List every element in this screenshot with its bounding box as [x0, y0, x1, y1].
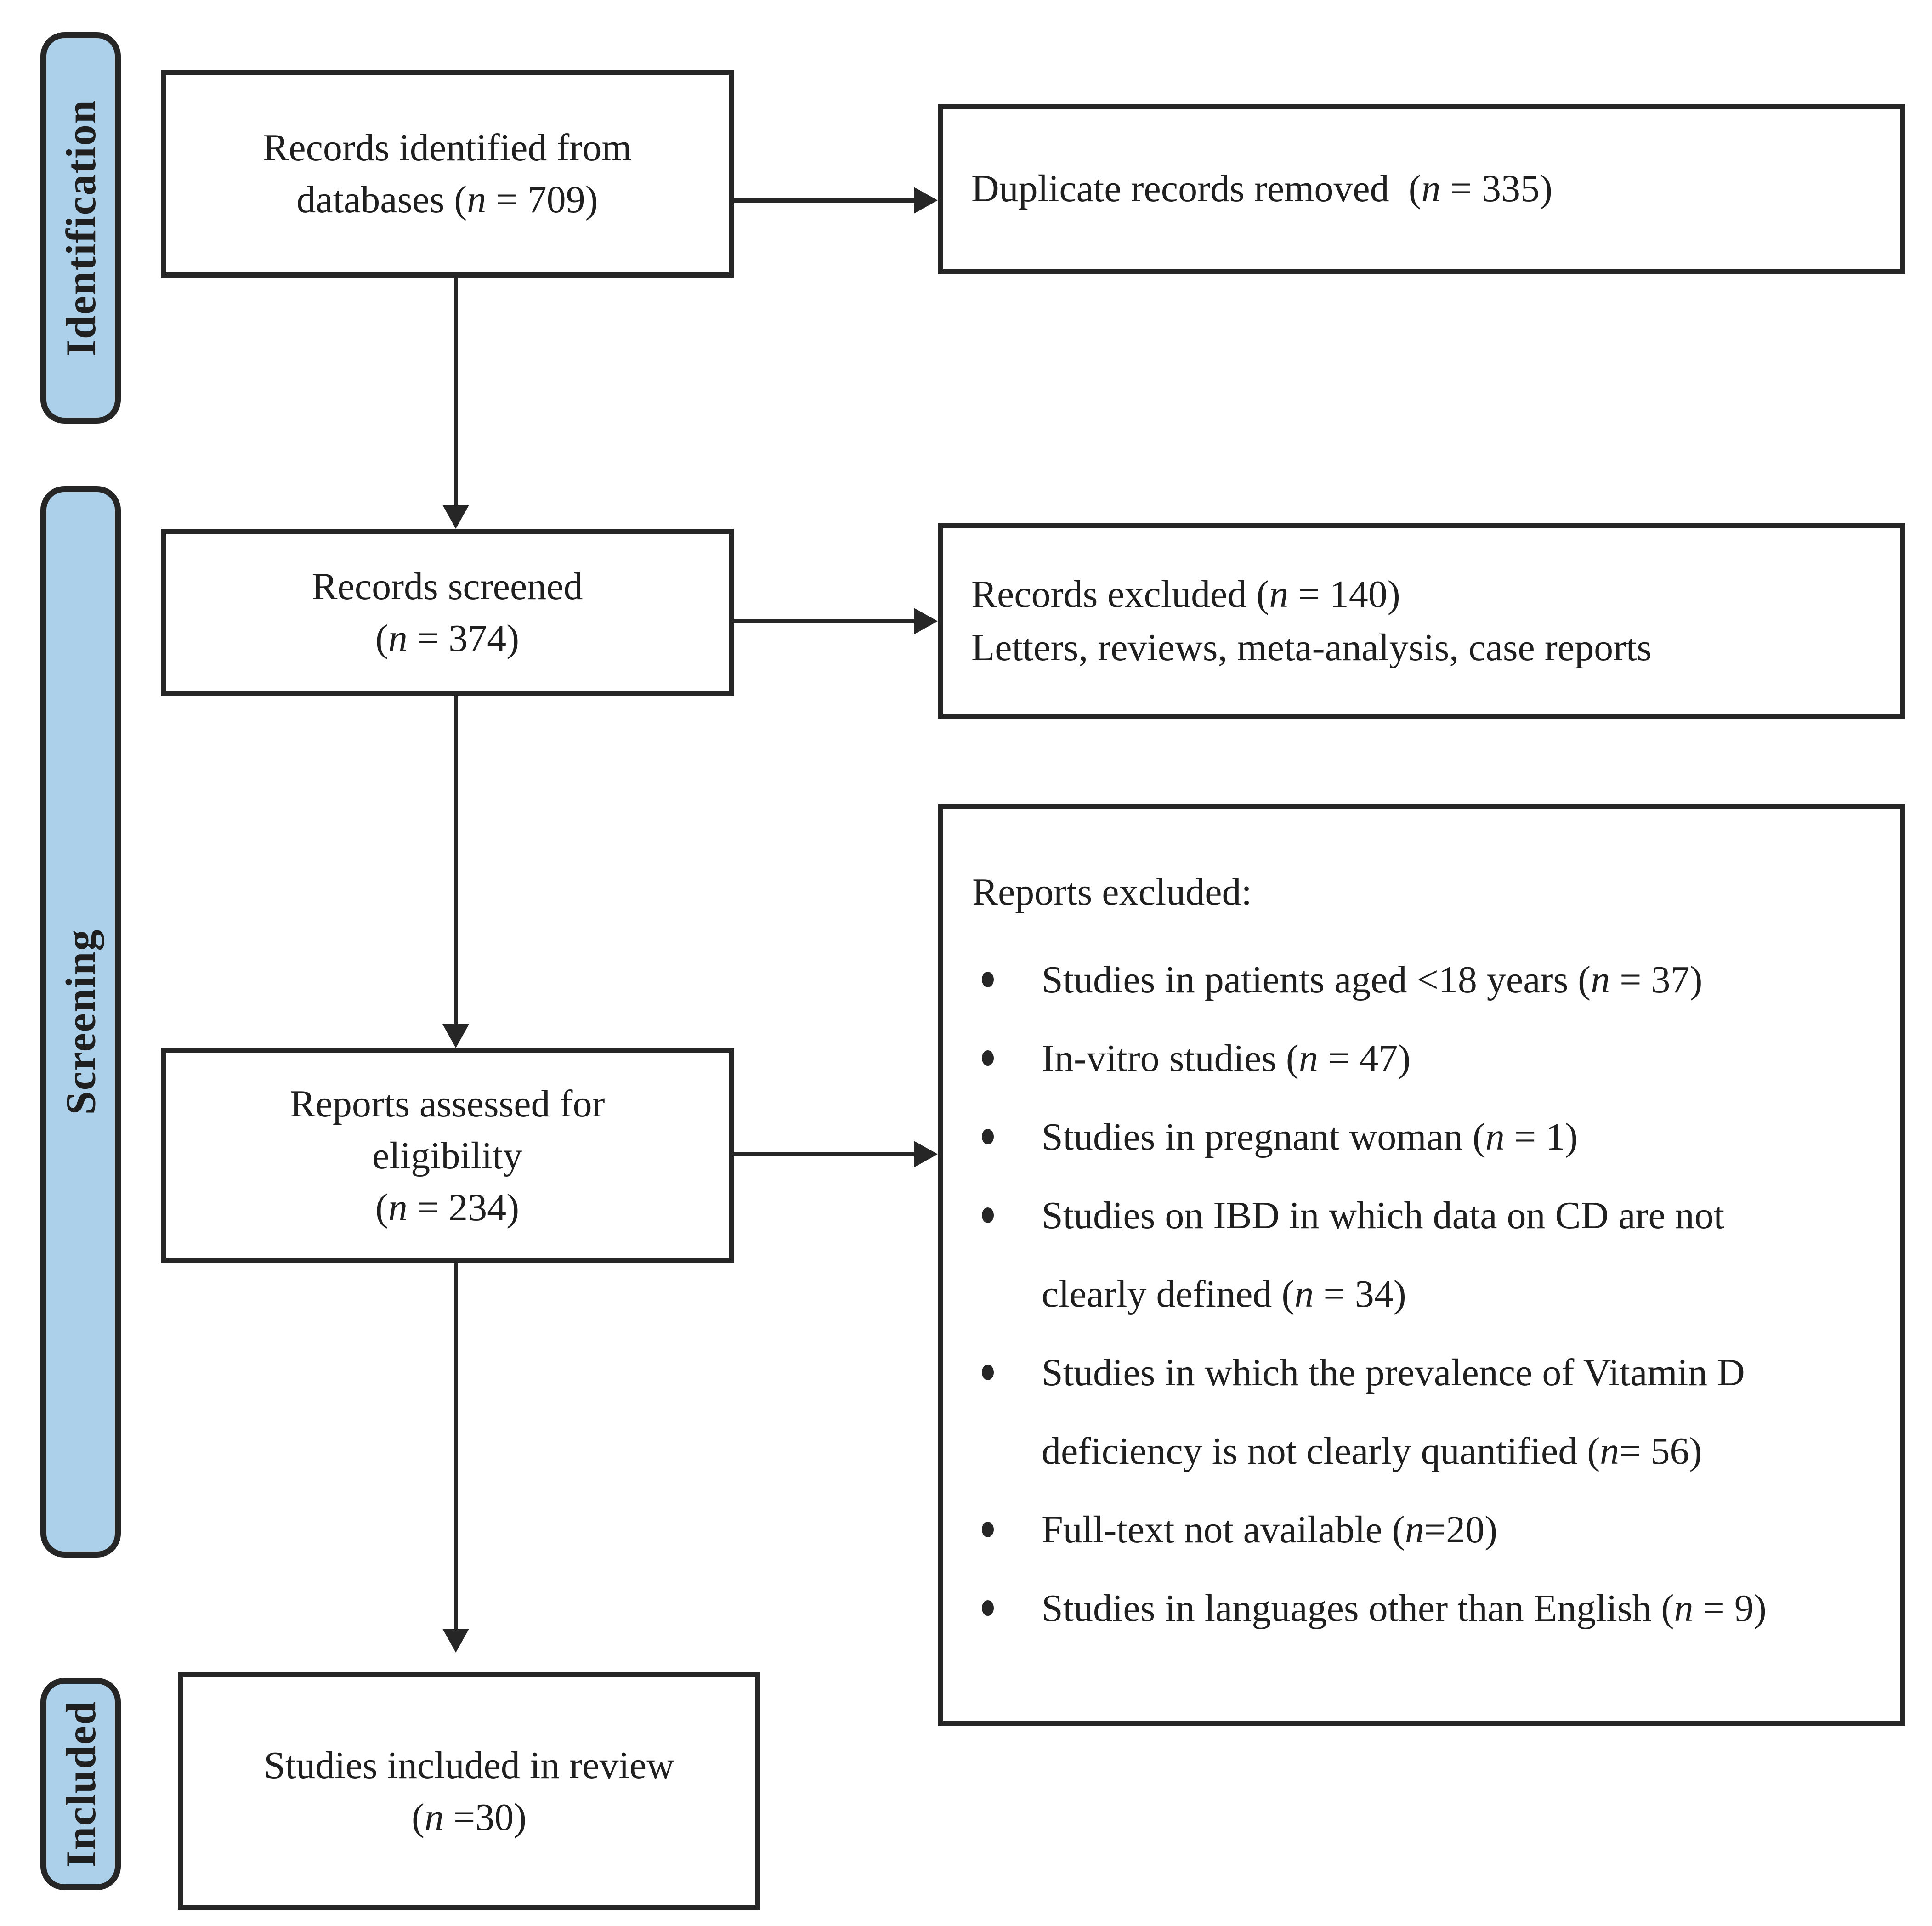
reports-excluded-title: Reports excluded: — [972, 871, 1252, 913]
text-line: Duplicate records removed (n = 335) — [971, 167, 1552, 210]
arrow-identified-to-screened-head — [442, 505, 469, 529]
text-line: (n = 374) — [375, 617, 520, 660]
stage-tab-included: Included — [40, 1678, 121, 1890]
box-duplicate-records-removed: Duplicate records removed (n = 335) — [938, 104, 1905, 274]
bullet-item: Studies in languages other than English … — [943, 1569, 1882, 1648]
text-line: databases (n = 709) — [296, 178, 598, 221]
bullet-item: Studies in which the prevalence of Vitam… — [943, 1333, 1882, 1490]
reports-excluded-list: Studies in patients aged <18 years (n = … — [943, 940, 1882, 1648]
bullet-item: Studies in pregnant woman (n = 1) — [943, 1098, 1882, 1176]
arrow-screened-to-assessed-head — [442, 1024, 469, 1048]
text-line: Letters, reviews, meta-analysis, case re… — [971, 626, 1652, 669]
box-studies-included: Studies included in review (n =30) — [178, 1672, 760, 1910]
text-line: Reports assessed for — [289, 1082, 605, 1125]
arrow-identified-to-screened-shaft — [454, 278, 458, 507]
arrow-assessed-to-reports-excluded-shaft — [734, 1152, 916, 1156]
arrow-screened-to-excluded-head — [914, 608, 938, 634]
bullet-item: Studies in patients aged <18 years (n = … — [943, 940, 1882, 1019]
bullet-item: In-vitro studies (n = 47) — [943, 1019, 1882, 1098]
text-line: (n = 234) — [375, 1186, 520, 1229]
text-line: Records excluded (n = 140) — [971, 572, 1400, 616]
arrow-screened-to-assessed-shaft — [454, 696, 458, 1025]
text-line: eligibility — [372, 1134, 522, 1177]
text-line: (n =30) — [411, 1796, 527, 1839]
box-reports-excluded: Reports excluded: Studies in patients ag… — [938, 804, 1905, 1726]
box-records-excluded: Records excluded (n = 140) Letters, revie… — [938, 523, 1905, 719]
box-records-screened: Records screened (n = 374) — [161, 529, 734, 696]
stage-tab-included-label: Included — [57, 1700, 104, 1868]
arrow-assessed-to-included-head — [442, 1629, 469, 1653]
box-reports-assessed: Reports assessed for eligibility (n = 234) — [161, 1048, 734, 1263]
stage-tab-identification: Identification — [40, 32, 121, 424]
arrow-screened-to-excluded-shaft — [734, 619, 916, 623]
stage-tab-screening: Screening — [40, 486, 121, 1558]
text-line: Studies included in review — [264, 1744, 674, 1787]
arrow-identified-to-duplicates-head — [914, 187, 938, 214]
stage-tab-identification-label: Identification — [57, 99, 104, 357]
arrow-assessed-to-reports-excluded-head — [914, 1141, 938, 1167]
arrow-assessed-to-included-shaft — [454, 1263, 458, 1630]
bullet-item: Full-text not available (n=20) — [943, 1490, 1882, 1569]
stage-tab-screening-label: Screening — [57, 929, 104, 1115]
box-records-identified: Records identified from databases (n = 70… — [161, 70, 734, 278]
text-line: Records identified from — [263, 126, 632, 169]
arrow-identified-to-duplicates-shaft — [734, 198, 916, 203]
bullet-item: Studies on IBD in which data on CD are n… — [943, 1176, 1882, 1333]
text-line: Records screened — [312, 565, 583, 608]
